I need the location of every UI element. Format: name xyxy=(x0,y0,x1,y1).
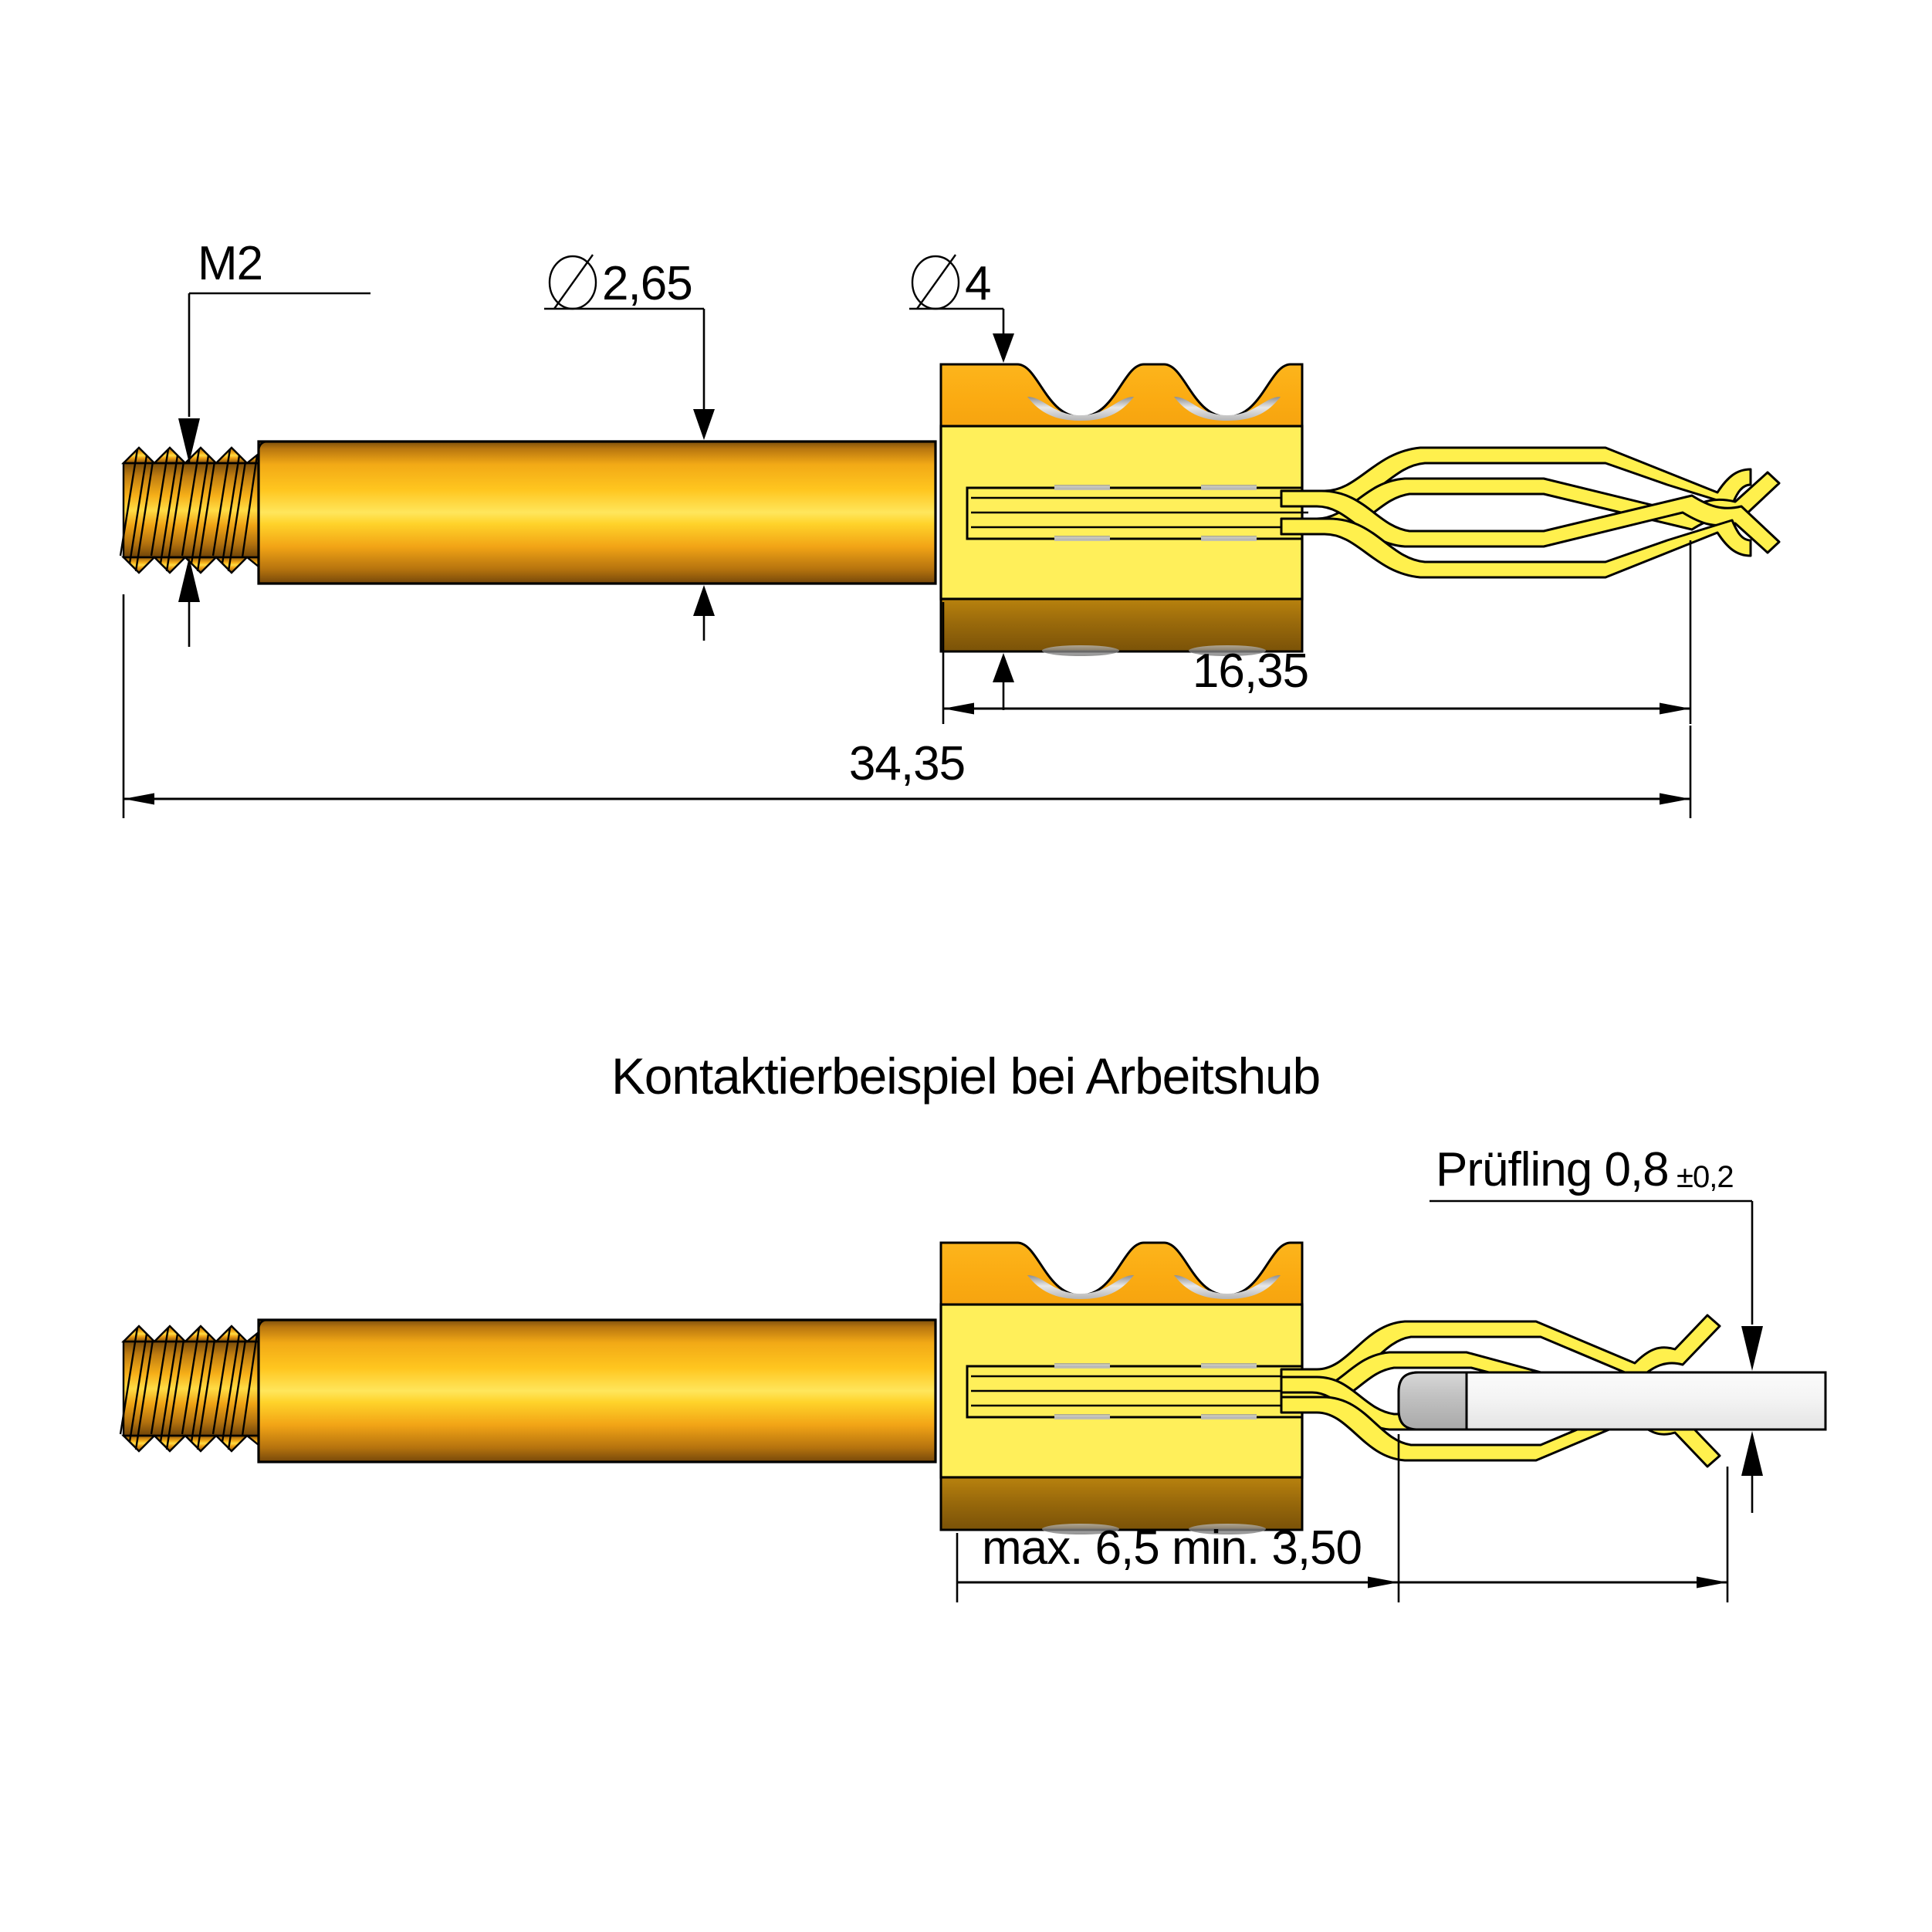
dim-d265-arrow-bottom xyxy=(693,585,715,616)
dim-label-total-length: 34,35 xyxy=(849,737,965,790)
diameter-symbol-circle xyxy=(548,255,597,310)
diameter-symbol-barrel xyxy=(911,254,960,310)
barrel-bottom-band-bottom xyxy=(939,1476,1304,1531)
barrel-bottom-band xyxy=(939,597,1304,653)
barrel-top-crimp-band xyxy=(939,363,1304,428)
barrel-dimple-1-bottom xyxy=(1027,1275,1134,1299)
shaft-body xyxy=(257,440,937,585)
dim-d4-arrow-top xyxy=(993,333,1014,363)
tulip-prongs-open xyxy=(1280,446,1781,579)
barrel-inner-streak-4 xyxy=(1201,536,1257,541)
specimen-contact-tip xyxy=(1397,1371,1468,1431)
dim-label-barrel-diameter: 4 xyxy=(965,257,990,310)
barrel-inner-streak-3 xyxy=(1054,536,1110,541)
dim-label-working-stroke: max. 6,5 min. 3,50 xyxy=(982,1521,1362,1575)
barrel-inner-streak-1-bottom xyxy=(1054,1363,1110,1369)
dim-total-length: 34,35 xyxy=(122,594,1692,818)
diameter-symbol-slash-2 xyxy=(916,254,956,310)
dim-m2-arrow-top xyxy=(178,418,200,463)
dim-working-stroke: max. 6,5 min. 3,50 xyxy=(956,1434,1729,1602)
thread-crest-bottom-bottom xyxy=(121,1434,260,1453)
thread-root-lines xyxy=(128,455,241,564)
dim-specimen-thickness: Prüfling 0,8 ±0,2 xyxy=(1430,1143,1763,1513)
barrel-inner-streak-2-bottom xyxy=(1201,1363,1257,1369)
dim-specimen-arrow-top xyxy=(1741,1326,1763,1371)
barrel-top-crimp-band-bottom xyxy=(939,1241,1304,1306)
shaft-section xyxy=(257,440,937,585)
thread-section-bottom xyxy=(119,1325,260,1453)
dim-thread-m2: M2 xyxy=(167,237,370,647)
diameter-symbol-circle-2 xyxy=(911,255,960,310)
prong-lower-outer-engaged xyxy=(1280,1396,1721,1468)
thread-root-lines-bottom xyxy=(128,1333,241,1443)
dim-specimen-arrow-bottom xyxy=(1741,1431,1763,1476)
dim-tip-length: 16,35 xyxy=(942,540,1692,724)
barrel-inner-streak-2 xyxy=(1201,485,1257,490)
barrel-bottom-dimple-2-bottom xyxy=(1189,1524,1266,1534)
dim-label-tip-length: 16,35 xyxy=(1193,645,1308,698)
dim-label-specimen-tolerance: ±0,2 xyxy=(1677,1160,1734,1194)
shaft-section-bottom xyxy=(257,1318,937,1463)
test-specimen xyxy=(1397,1371,1827,1431)
barrel-bottom-dimple-2 xyxy=(1189,645,1266,656)
dim-m2-arrow-bottom xyxy=(178,557,200,602)
barrel-bottom-dimple-1 xyxy=(1042,645,1119,656)
bottom-view-assembly: Prüfling 0,8 ±0,2 max. 6,5 min. 3,50 xyxy=(119,1143,1827,1602)
thread-flank-lines-bottom xyxy=(119,1327,259,1450)
section-caption: Kontaktierbeispiel bei Arbeitshub xyxy=(611,1047,1320,1105)
top-view-assembly: M2 2,65 xyxy=(119,237,1781,818)
barrel-bore-lines xyxy=(971,496,1308,529)
barrel-section xyxy=(939,363,1308,656)
prong-lower-outer xyxy=(1280,517,1752,579)
barrel-inner-streak-4-bottom xyxy=(1201,1414,1257,1419)
diameter-symbol-slash xyxy=(553,254,594,310)
barrel-dimple-1 xyxy=(1027,397,1134,421)
thread-section xyxy=(119,446,260,574)
dim-d265-arrow-top xyxy=(693,409,715,440)
dim-label-shaft-diameter: 2,65 xyxy=(602,257,692,310)
barrel-dimple-2 xyxy=(1174,397,1281,421)
thread-flank-lines xyxy=(119,448,259,572)
shaft-body-bottom xyxy=(257,1318,937,1463)
barrel-inner-streak-3-bottom xyxy=(1054,1414,1110,1419)
barrel-bore-lines-bottom xyxy=(971,1375,1308,1407)
barrel-dimple-2-bottom xyxy=(1174,1275,1281,1299)
barrel-inner-streak-1 xyxy=(1054,485,1110,490)
dim-shaft-diameter: 2,65 xyxy=(544,254,715,641)
dim-d4-arrow-bottom xyxy=(993,653,1014,682)
dim-label-specimen: Prüfling 0,8 xyxy=(1436,1143,1669,1196)
diameter-symbol-shaft xyxy=(548,254,597,310)
barrel-bottom-dimple-1-bottom xyxy=(1042,1524,1119,1534)
dim-label-thread: M2 xyxy=(198,237,262,290)
barrel-section-bottom xyxy=(939,1241,1308,1534)
shaft-shoulder-fillet-bottom xyxy=(257,1318,269,1330)
dim-barrel-diameter: 4 xyxy=(909,254,1014,710)
shaft-shoulder-fillet xyxy=(257,440,269,452)
